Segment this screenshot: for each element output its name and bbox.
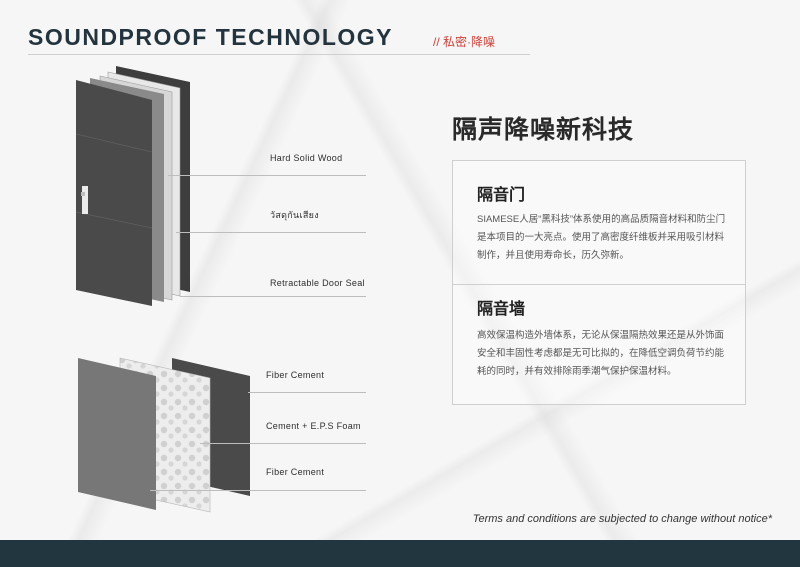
page-subtitle: // 私密·降噪 bbox=[433, 35, 495, 49]
wall-leader-line bbox=[150, 490, 366, 491]
wall-leader-line bbox=[200, 443, 366, 444]
door-leader-line bbox=[180, 296, 366, 297]
title-divider bbox=[28, 54, 530, 55]
door-handle-icon bbox=[82, 186, 88, 214]
door-label-hard-solid-wood: Hard Solid Wood bbox=[270, 153, 343, 163]
wall-label-fiber-cement-inner: Fiber Cement bbox=[266, 467, 325, 477]
terms-notice: Terms and conditions are subjected to ch… bbox=[472, 513, 772, 525]
info-box-divider bbox=[453, 284, 745, 285]
soundproof-wall-title: 隔音墙 bbox=[477, 301, 526, 318]
door-front-panel bbox=[76, 80, 152, 306]
door-label-retractable-door-seal: Retractable Door Seal bbox=[270, 278, 365, 288]
section-heading: 隔声降噪新科技 bbox=[452, 116, 635, 144]
info-box: 隔音门 SIAMESE人居“黑科技”体系使用的高品质隔音材料和防尘门是本项目的一… bbox=[452, 160, 746, 405]
wall-layers-illustration bbox=[78, 357, 250, 513]
wall-front-fiber-cement bbox=[78, 358, 156, 510]
door-leader-line bbox=[176, 232, 366, 233]
footer-bar bbox=[0, 540, 800, 567]
door-label-soundproof-material: วัสดุกันเสียง bbox=[270, 210, 319, 220]
soundproof-door-text: SIAMESE人居“黑科技”体系使用的高品质隔音材料和防尘门是本项目的一大亮点。… bbox=[477, 214, 726, 261]
soundproof-wall-text: 高效保温构造外墙体系，无论从保温隔热效果还是从外饰面安全和丰固性考虑都是无可比拟… bbox=[477, 330, 725, 377]
wall-label-eps-foam: Cement + E.P.S Foam bbox=[266, 421, 361, 431]
wall-leader-line bbox=[248, 392, 366, 393]
door-layers-illustration bbox=[75, 66, 190, 306]
wall-label-fiber-cement-outer: Fiber Cement bbox=[266, 370, 325, 380]
page-title: SOUNDPROOF TECHNOLOGY bbox=[28, 24, 394, 50]
door-leader-line bbox=[168, 175, 366, 176]
soundproof-door-title: 隔音门 bbox=[477, 187, 526, 204]
